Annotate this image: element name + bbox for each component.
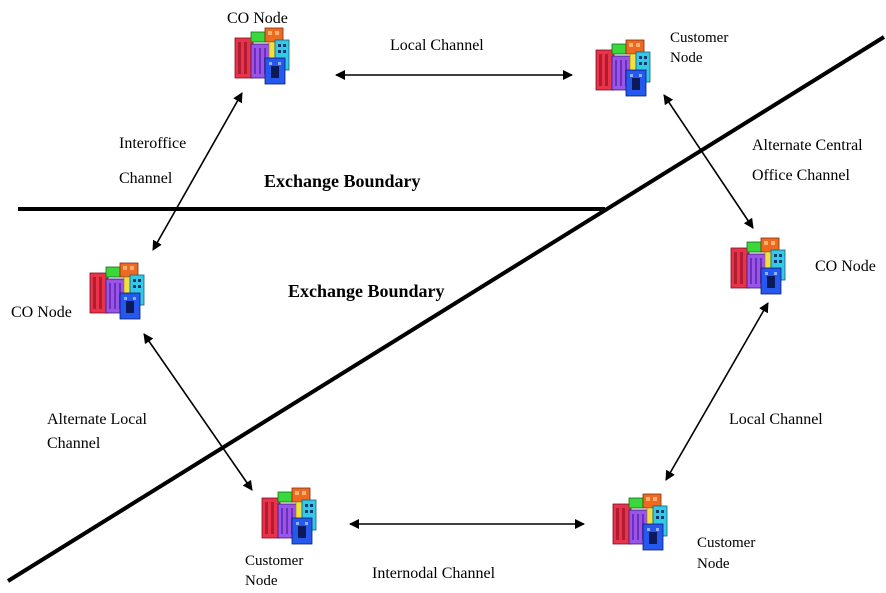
exchange-boundary-horizontal-label: Exchange Boundary — [264, 171, 421, 191]
customer-node-top-label-line1: Customer — [670, 30, 729, 46]
alternate-local-channel-arrow — [143, 333, 253, 491]
customer-node-bottom-right-label-line2: Node — [697, 556, 730, 572]
co-node-top-label: CO Node — [227, 10, 288, 27]
alternate-central-office-channel-arrow — [663, 94, 754, 229]
customer-node-bottom-right-building-icon — [612, 493, 668, 551]
local-channel-right-label: Local Channel — [729, 411, 823, 428]
exchange-boundary-diagonal-label: Exchange Boundary — [288, 281, 445, 301]
interoffice-channel-label-line2: Channel — [119, 170, 173, 187]
customer-node-top-building-icon — [595, 39, 651, 97]
alternate-central-office-channel-label-line2: Office Channel — [752, 167, 850, 184]
co-node-right-building-icon — [730, 237, 786, 295]
alternate-local-channel-label-line2: Channel — [47, 435, 101, 452]
customer-node-bottom-right-label-line1: Customer — [697, 535, 756, 551]
co-node-left-building-icon — [89, 262, 145, 320]
customer-node-bottom-left-label-line1: Customer — [245, 553, 304, 569]
alternate-local-channel-label-line1: Alternate Local — [47, 411, 147, 428]
co-node-right-label: CO Node — [815, 258, 876, 275]
interoffice-channel-label-line1: Interoffice — [119, 135, 187, 152]
local-channel-top-label: Local Channel — [390, 37, 484, 54]
alternate-central-office-channel-label-line1: Alternate Central — [752, 137, 863, 154]
customer-node-bottom-left-building-icon — [261, 487, 317, 545]
customer-node-bottom-left-label-line2: Node — [245, 573, 278, 589]
customer-node-top-label-line2: Node — [670, 50, 703, 66]
interoffice-channel-arrow — [152, 92, 243, 251]
co-node-left-label: CO Node — [11, 304, 72, 321]
local-channel-right-arrow — [665, 302, 769, 481]
co-node-top-building-icon — [234, 27, 290, 85]
internodal-channel-label: Internodal Channel — [372, 565, 496, 582]
